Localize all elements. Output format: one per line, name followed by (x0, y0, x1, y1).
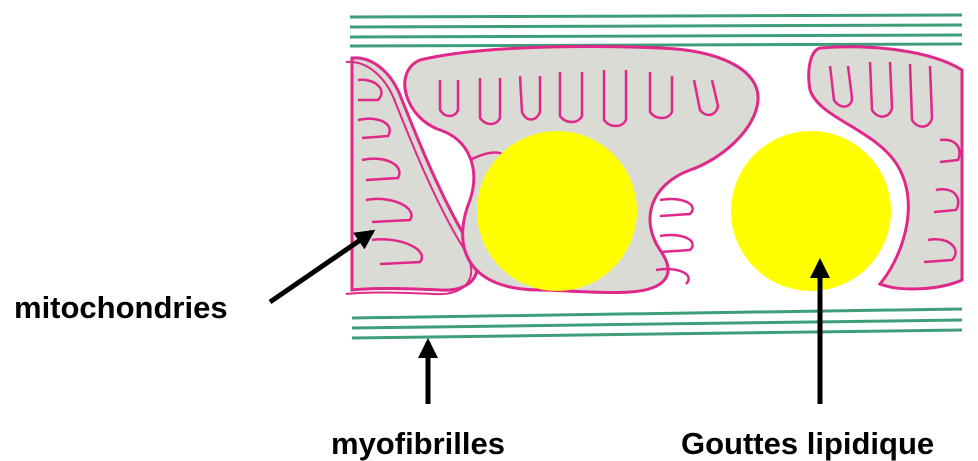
lipid-droplet-1 (477, 131, 637, 291)
lipid-droplet-2 (731, 131, 891, 291)
myofibril-bundle-top (350, 15, 962, 46)
myofibril-bundle-bottom (352, 309, 962, 338)
label-gouttes-lipidiques: Gouttes lipidique (681, 428, 934, 459)
label-myofibrilles: myofibrilles (331, 428, 505, 459)
label-mitochondries: mitochondries (14, 292, 228, 323)
